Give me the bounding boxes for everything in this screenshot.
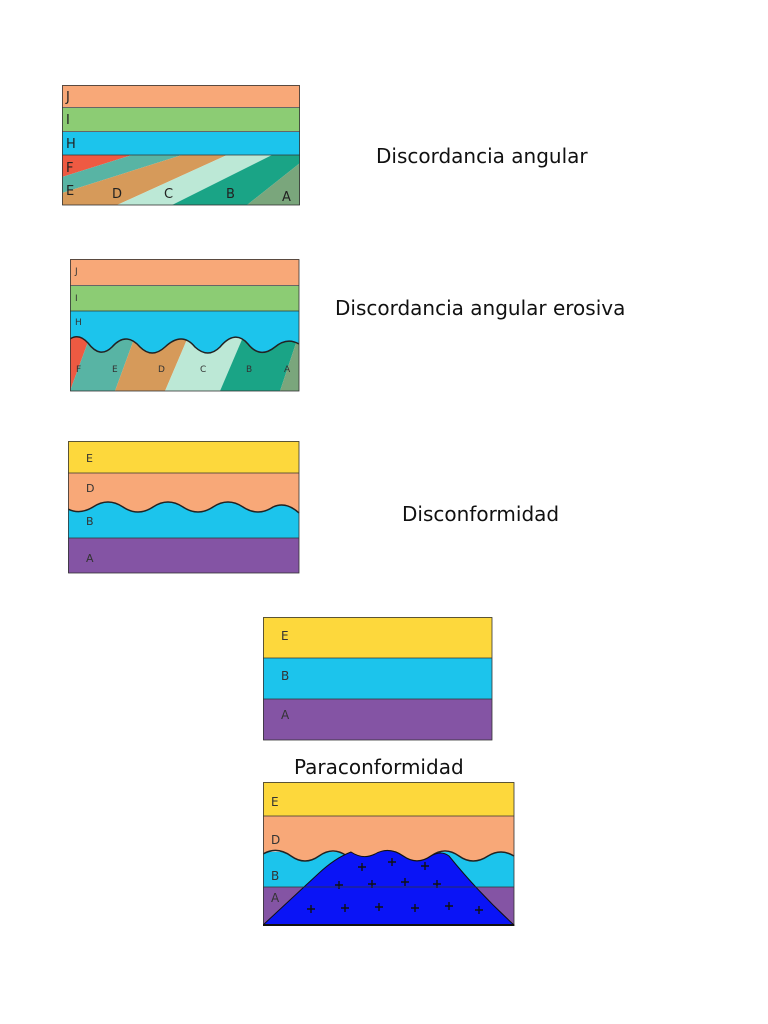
caption-paraconformidad: Paraconformidad [294,755,464,779]
layer-e [263,617,492,658]
label-a: A [284,365,291,375]
label-e: E [112,365,118,375]
intrusion-diagram: E D B A [263,782,516,926]
discordancia-angular-erosiva-diagram: J I H F E D C B A [70,259,300,392]
label-a: A [282,190,291,205]
label-e: E [66,184,74,199]
label-c: C [164,187,173,202]
label-d: D [112,187,122,202]
disconformidad-diagram: E D B A [68,441,300,574]
label-i: I [66,113,70,128]
layer-i [70,286,299,311]
label-f: F [76,365,81,375]
layer-a [68,538,299,573]
layer-c [117,155,272,205]
layer-b [263,658,492,699]
label-b: B [271,869,279,883]
paraconformidad-diagram: E B A [263,617,493,741]
discordancia-angular-diagram: J I H F E D C B A [62,85,300,206]
label-e: E [86,452,93,465]
layer-j [62,85,300,107]
layer-i [62,108,300,131]
label-j: J [65,90,70,105]
label-b: B [86,515,94,528]
label-d: D [271,833,280,847]
label-e: E [281,629,289,643]
label-d: D [158,365,165,375]
label-b: B [281,669,289,683]
caption-discordancia-angular-erosiva: Discordancia angular erosiva [335,296,626,320]
label-b: B [226,187,235,202]
label-a: A [281,708,290,722]
caption-discordancia-angular: Discordancia angular [376,144,588,168]
label-b: B [246,365,252,375]
label-j: J [74,267,78,277]
layer-a [263,699,492,740]
layer-e [68,441,299,473]
layer-b [172,155,300,205]
label-d: D [86,482,94,495]
label-a: A [271,891,280,905]
label-a: A [86,552,94,565]
layer-d [68,473,299,513]
caption-disconformidad: Disconformidad [402,502,560,526]
label-e: E [271,795,279,809]
layer-e [263,782,514,816]
layer-j [70,259,299,285]
layer-h [70,311,299,353]
layer-a [280,334,299,391]
layer-a [247,163,300,205]
label-c: C [200,365,206,375]
layer-h [62,132,300,155]
label-f: F [66,161,73,176]
label-h: H [75,318,82,328]
label-i: I [75,294,78,304]
label-h: H [66,137,76,152]
layer-d [263,816,514,861]
intrusion-cross-pattern [307,858,483,914]
layer-d [62,155,227,205]
